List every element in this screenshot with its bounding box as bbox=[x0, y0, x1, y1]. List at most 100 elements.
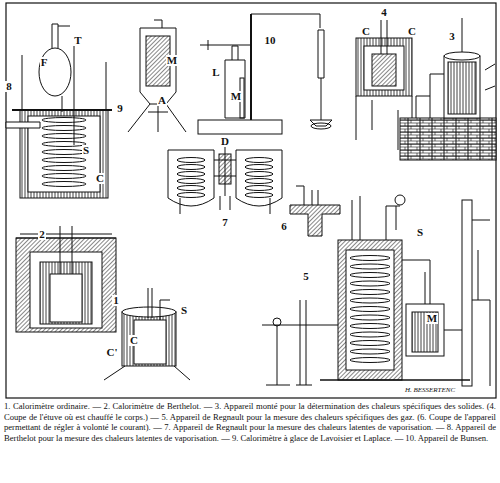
engraver-signature: H. BESSERTENC bbox=[404, 386, 456, 394]
engraving-stroke bbox=[350, 256, 390, 363]
callout-letter: 1 bbox=[112, 295, 120, 306]
engraving-stroke bbox=[364, 46, 404, 90]
engraving-stroke bbox=[245, 158, 273, 198]
engraving-stroke bbox=[425, 272, 462, 330]
engraving-stroke bbox=[140, 28, 176, 104]
engraving-stroke bbox=[22, 55, 23, 110]
engraving-stroke bbox=[310, 30, 332, 126]
engraving-stroke bbox=[472, 220, 490, 386]
engraving-stroke bbox=[273, 318, 281, 326]
regnault-vaporisation-apparatus bbox=[168, 142, 282, 214]
callout-letter: S bbox=[82, 145, 90, 156]
ice-calorimeter bbox=[128, 20, 186, 132]
callout-letter: F bbox=[40, 57, 49, 68]
engraving-stroke bbox=[292, 325, 338, 326]
engraving-stroke bbox=[104, 288, 190, 380]
engraving-stroke bbox=[40, 262, 92, 324]
coil-winding bbox=[350, 341, 390, 346]
engraving-stroke bbox=[39, 48, 71, 96]
engraving-stroke bbox=[372, 54, 396, 86]
callout-letter: 6 bbox=[280, 221, 288, 232]
specific-heat-apparatus bbox=[400, 18, 496, 160]
callout-letter: 2 bbox=[38, 229, 46, 240]
engraving-stroke bbox=[402, 260, 430, 304]
plate-frame bbox=[6, 3, 496, 398]
engraving-stroke bbox=[12, 109, 112, 111]
coil-winding bbox=[245, 172, 273, 177]
engraving-stroke bbox=[346, 250, 394, 370]
engraving-stroke bbox=[16, 226, 116, 274]
berthelot-calorimeter bbox=[16, 226, 116, 332]
callout-letter: M bbox=[166, 55, 178, 66]
engraving-stroke bbox=[122, 312, 176, 366]
engraving-stroke bbox=[50, 274, 82, 322]
coil-winding bbox=[350, 290, 390, 295]
engraving-stroke bbox=[250, 14, 252, 120]
figure-caption: 1. Calorimètre ordinaire. — 2. Calorimèt… bbox=[4, 401, 496, 443]
callout-letter: 4 bbox=[380, 7, 388, 18]
callout-letter: A bbox=[157, 95, 167, 106]
coil-winding bbox=[42, 166, 86, 171]
coil-winding bbox=[350, 281, 390, 286]
coil-winding bbox=[350, 307, 390, 312]
coil-winding bbox=[42, 142, 86, 147]
callout-letter: 7 bbox=[221, 217, 229, 228]
engraving-stroke bbox=[177, 158, 205, 198]
engraving-stroke bbox=[219, 154, 231, 184]
engraving-stroke bbox=[412, 312, 438, 352]
callout-letter: C bbox=[361, 26, 371, 37]
coil-winding bbox=[350, 332, 390, 337]
engraving-stroke bbox=[311, 123, 331, 129]
callout-letter: 9 bbox=[116, 103, 124, 114]
engraving-stroke bbox=[180, 198, 270, 214]
callout-letter: D bbox=[220, 136, 230, 147]
engraving-stroke bbox=[236, 150, 282, 206]
callout-letter: 5 bbox=[302, 271, 310, 282]
engraving-stroke bbox=[356, 38, 412, 96]
callout-letter: T bbox=[73, 35, 82, 46]
engraving-stroke bbox=[444, 56, 480, 118]
engraving-stroke bbox=[128, 20, 186, 132]
engraving-stroke bbox=[448, 62, 476, 114]
engraving-stroke bbox=[42, 118, 86, 187]
coil-winding bbox=[245, 165, 273, 170]
coil-winding bbox=[42, 134, 86, 139]
coil-winding bbox=[350, 256, 390, 261]
coil-winding bbox=[350, 315, 390, 320]
engraving-stroke bbox=[395, 195, 405, 205]
engraving-stroke bbox=[296, 186, 318, 205]
callout-letter: S bbox=[416, 227, 424, 238]
callout-letter: M bbox=[230, 91, 242, 102]
engraving-stroke bbox=[406, 304, 444, 356]
coil-winding bbox=[177, 179, 205, 184]
coil-winding bbox=[350, 358, 390, 363]
coil-winding bbox=[177, 158, 205, 163]
engraving-stroke bbox=[200, 40, 251, 118]
engraving-stroke bbox=[462, 200, 472, 386]
engraving-stroke bbox=[198, 120, 282, 134]
coil-winding bbox=[350, 273, 390, 278]
coil-winding bbox=[350, 349, 390, 354]
bunsen-apparatus bbox=[198, 14, 332, 134]
coil-winding bbox=[42, 174, 86, 179]
coil-winding bbox=[350, 324, 390, 329]
engraving-stroke bbox=[444, 52, 480, 60]
engraving-stroke bbox=[232, 46, 238, 60]
coil-winding bbox=[42, 118, 86, 123]
coil-winding bbox=[177, 165, 205, 170]
engraving-stroke bbox=[6, 122, 40, 128]
coil-winding bbox=[245, 186, 273, 191]
callout-letter: L bbox=[211, 67, 220, 78]
engraving-stroke bbox=[262, 325, 292, 385]
callout-letter: C bbox=[129, 335, 139, 346]
coil-winding bbox=[177, 193, 205, 198]
coil-winding bbox=[42, 150, 86, 155]
callout-letter: 8 bbox=[5, 81, 13, 92]
callout-letter: S bbox=[180, 305, 188, 316]
coil-winding bbox=[177, 186, 205, 191]
engraving-stroke bbox=[296, 300, 312, 385]
berthelot-vaporisation-apparatus bbox=[6, 24, 112, 198]
regnault-gas-apparatus bbox=[262, 195, 490, 386]
engraving-stroke bbox=[106, 62, 107, 110]
